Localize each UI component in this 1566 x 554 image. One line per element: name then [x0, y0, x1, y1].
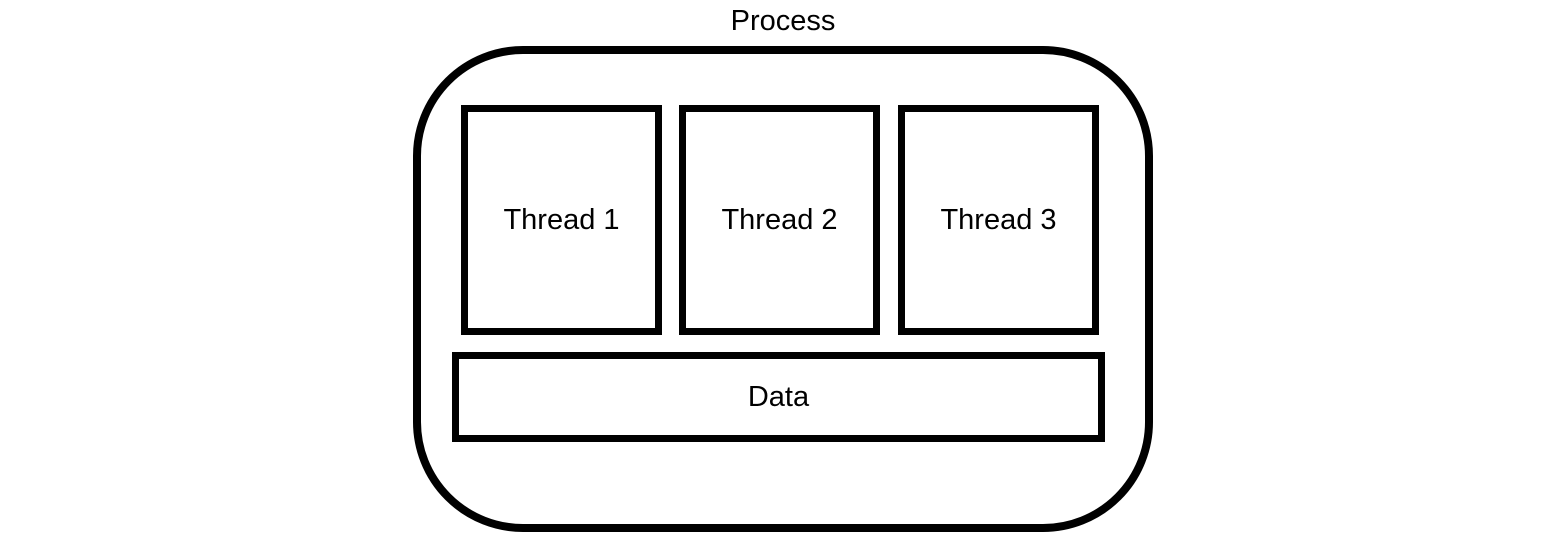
- thread-3-label: Thread 3: [940, 203, 1057, 236]
- thread-1-label: Thread 1: [503, 203, 620, 236]
- thread-2-label: Thread 2: [721, 203, 838, 236]
- data-box: Data: [452, 352, 1105, 442]
- thread-box-3: Thread 3: [898, 105, 1099, 335]
- thread-box-2: Thread 2: [679, 105, 880, 335]
- data-label: Data: [747, 380, 810, 413]
- thread-box-1: Thread 1: [461, 105, 662, 335]
- process-container: Thread 1 Thread 2 Thread 3 Data: [413, 46, 1153, 532]
- process-title: Process: [730, 5, 836, 37]
